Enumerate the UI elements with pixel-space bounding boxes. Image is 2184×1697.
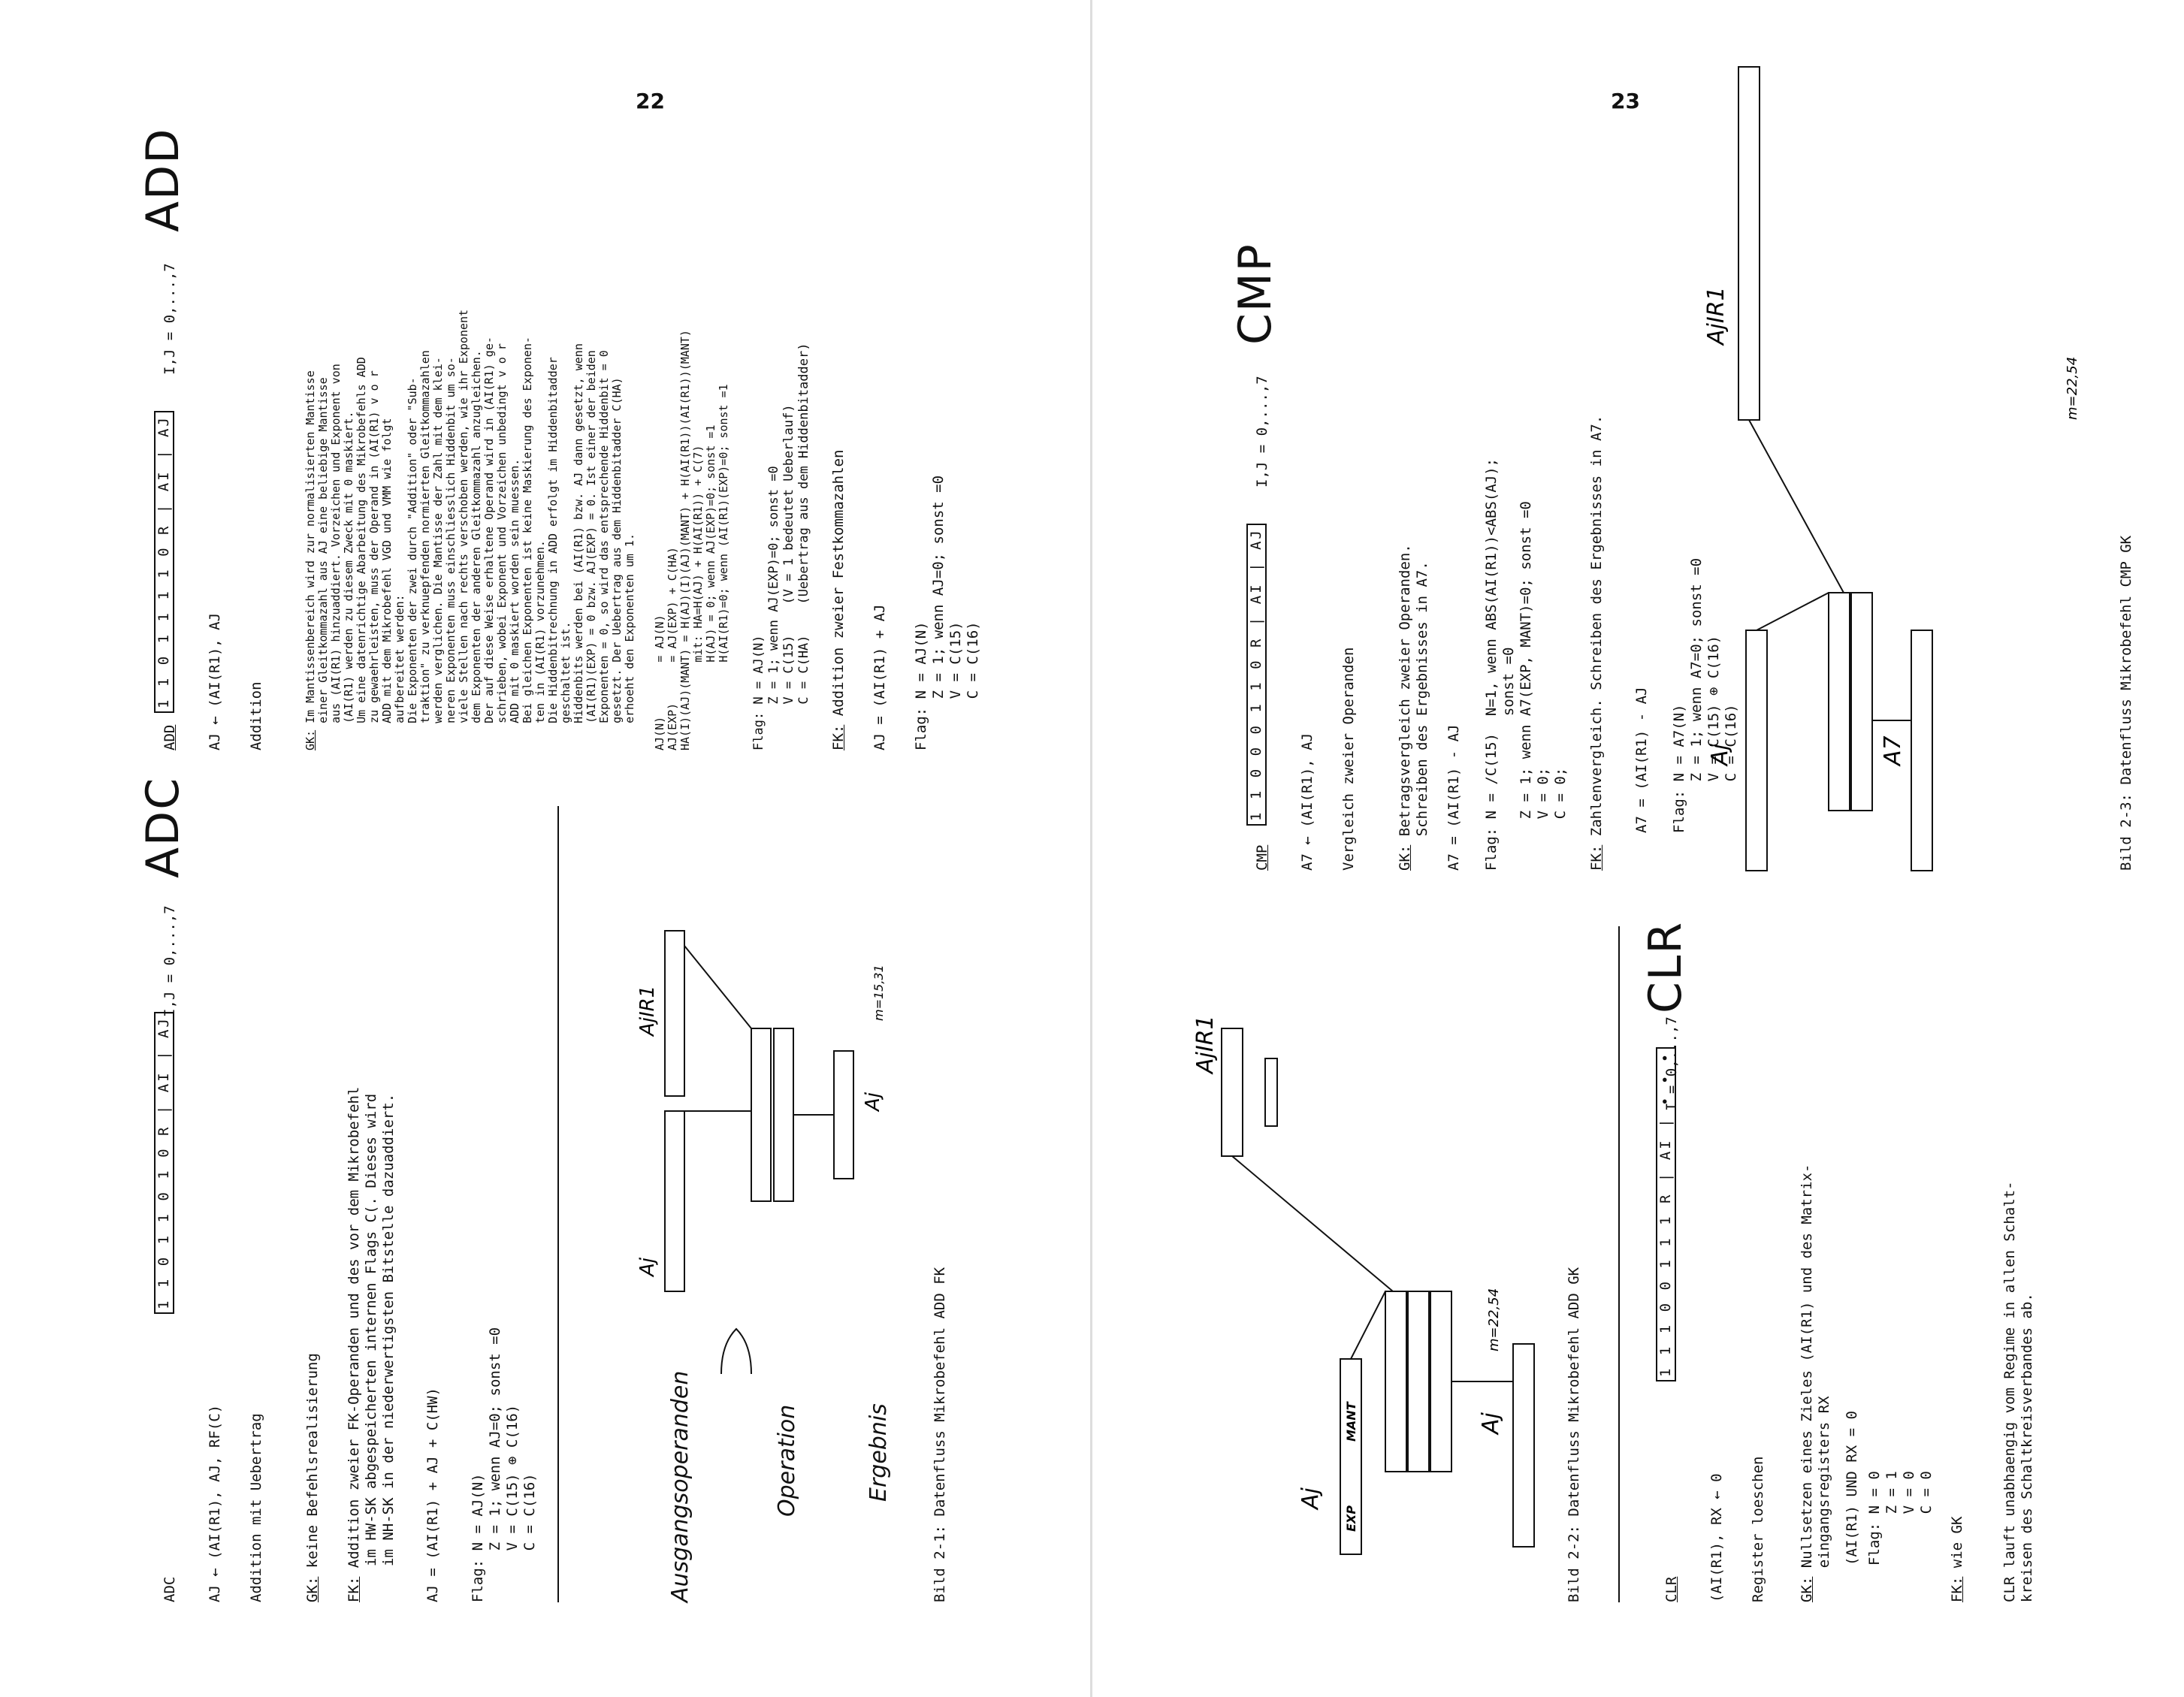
add-format: 1 1 0 1 1 1 1 0 R | AI | AJ (154, 411, 174, 713)
add-title: ADD (137, 127, 189, 232)
cmp-m-range: m=22,54 (2065, 357, 2080, 420)
page-22-rotated-content: ADC 1 1 0 1 1 0 1 0 R | AI | AJ I,J = 0,… (137, 127, 981, 1602)
adc-brace (720, 1327, 752, 1375)
add-flags: Flag: N = AJ(N) Z = 1; wenn AJ(EXP)=0; s… (751, 343, 811, 750)
add-mnemonic: ADD (162, 724, 178, 750)
cmp-a7-label: A7 (1880, 735, 1906, 767)
add-alu-1 (1385, 1291, 1407, 1472)
cmp-ajr1-label: AjIR1 (1703, 286, 1729, 346)
adc-ajr1-register (664, 930, 685, 1097)
cmp-aj-label: Aj (1707, 743, 1733, 767)
add-indices: I,J = 0,...,7 (162, 263, 178, 375)
add-gk-diagram: AjIR1 Aj Aj EXP MANT m=22,54 (1192, 1015, 1535, 1555)
add-description: Addition (248, 681, 264, 750)
add-result-register (1512, 1343, 1535, 1548)
page-number-left: 22 (636, 89, 665, 113)
cmp-a7-register (1911, 630, 1933, 871)
cmp-aj-register (1745, 630, 1768, 871)
add-assignments: AJ(N) = AJ(N) AJ(EXP) = AJ(EXP) + C(HA) … (653, 330, 730, 750)
cmp-diagram: AjIR1 Aj A7 m=22,54 (1703, 66, 2080, 871)
adc-line-2 (684, 945, 752, 1029)
adc-aj-result-label: Aj (862, 1092, 884, 1113)
adc-aj-label: Aj (636, 1257, 659, 1278)
add-gk: GK: Im Mantissenbereich wird zur normali… (304, 309, 636, 750)
page-23-rotated-content: AjIR1 Aj Aj EXP MANT m=22,54 Bild 2-2: D… (1092, 0, 2184, 1697)
add-fk-flags: Flag: N = AJ(N) Z = 1; wenn AJ=0; sonst … (913, 475, 981, 750)
cmp-alu-2 (1850, 592, 1873, 811)
adc-diagram: Aj AjIR1 Aj m=15,31 (636, 930, 886, 1375)
add-ajr1-label: AjIR1 (1192, 1015, 1219, 1075)
add-exp-label: EXP (1344, 1505, 1358, 1532)
add-fk-formula: AJ = (AI(R1) + AJ (871, 604, 888, 750)
add-aj-label: Aj (1297, 1487, 1324, 1511)
page-number-right: 23 (1611, 89, 1640, 113)
adc-aj-register (664, 1110, 685, 1292)
cmp-alu-1 (1828, 592, 1850, 811)
adc-alu-block (751, 1028, 772, 1202)
cmp-ajr1-register (1738, 66, 1760, 421)
add-mant-label: MANT (1344, 1401, 1358, 1442)
add-ajr1-mant (1264, 1058, 1278, 1127)
add-operation: AJ ← (AI(R1), AJ (207, 612, 223, 750)
cmp-caption: Bild 2-3: Datenfluss Mikrobefehl CMP GK (2118, 535, 2134, 871)
add-fk: FK: Addition zweier Festkommazahlen (830, 449, 847, 750)
add-m-range: m=22,54 (1486, 1288, 1502, 1351)
add-aj-result-label: Aj (1478, 1412, 1504, 1436)
page-gutter (1090, 0, 1092, 1697)
adc-m-range: m=15,31 (871, 965, 886, 1021)
page-23: 23 AjIR1 Aj Aj EXP MANT m=22,54 (1092, 0, 2184, 1697)
adc-alu-block-2 (773, 1028, 794, 1202)
page-22: 22 ADC 1 1 0 1 1 0 1 0 R | AI | AJ I,J =… (137, 89, 981, 1602)
adc-result-register (833, 1050, 854, 1179)
adc-caption: Bild 2-1: Datenfluss Mikrobefehl ADD FK (932, 1267, 948, 1602)
adc-ajr1-label: AjIR1 (636, 986, 659, 1037)
add-alu-2 (1407, 1291, 1430, 1472)
